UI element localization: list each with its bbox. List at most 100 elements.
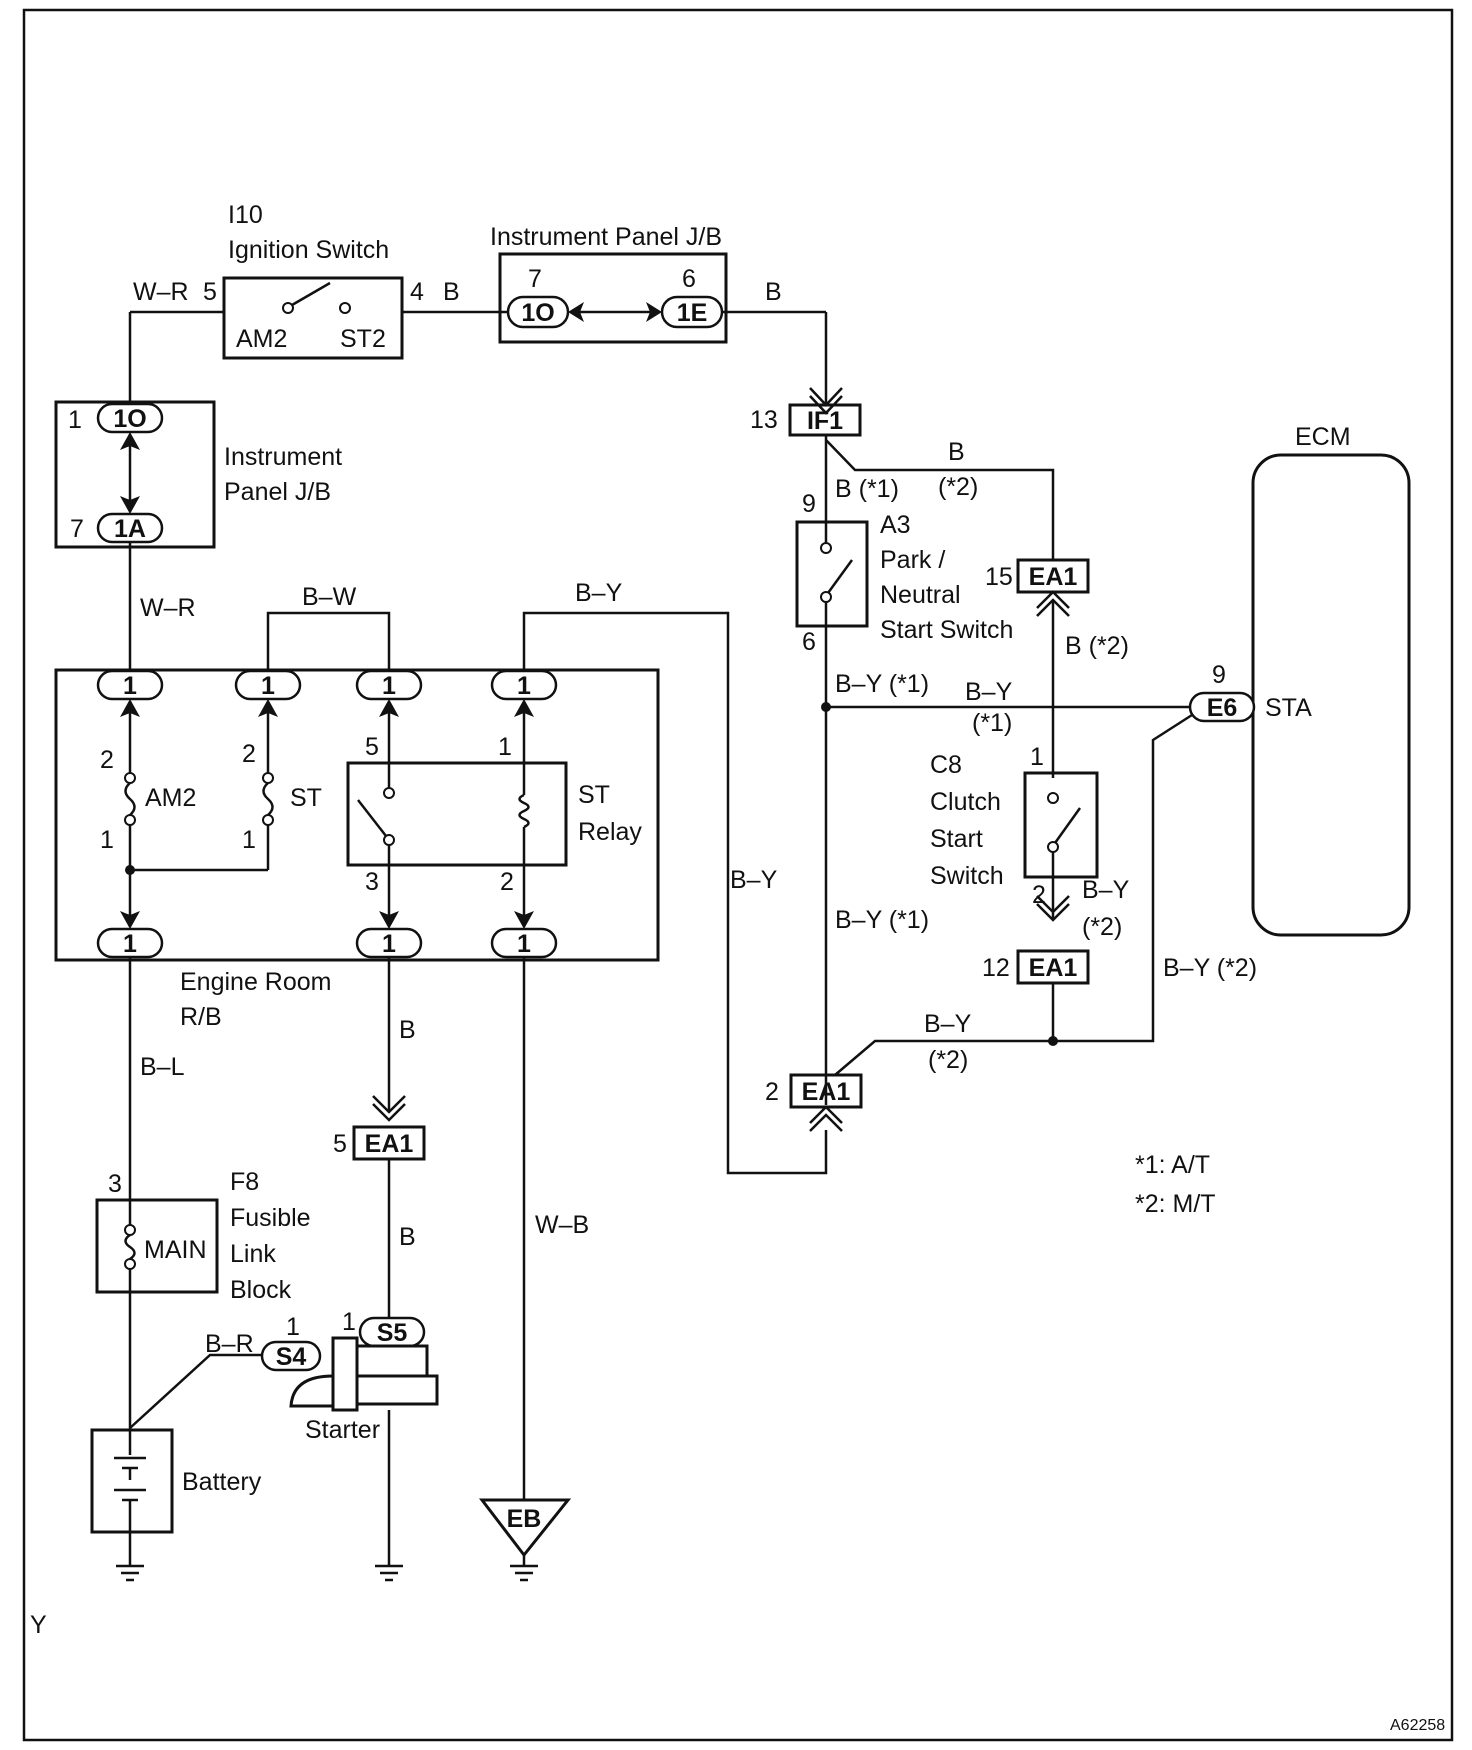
ea1-2-pin: 2 [765, 1078, 779, 1106]
er-conn-bot-1: 1 [123, 930, 137, 958]
ip-jb-top-name: Instrument Panel J/B [490, 223, 722, 251]
wire-label-star1: (*1) [972, 709, 1012, 737]
starter-pin1-s4: 1 [286, 1313, 300, 1341]
ground-starter-icon [375, 1564, 403, 1582]
wire-label-b-ign: B [443, 278, 460, 306]
fusible-link-line3: Block [230, 1276, 292, 1304]
engine-room-name-2: R/B [180, 1003, 222, 1031]
wire-label-b-star2: B (*2) [1065, 632, 1129, 660]
note-at: *1: A/T [1135, 1151, 1210, 1179]
fuse-st-pin2: 2 [242, 740, 256, 768]
if1-pin13: 13 [750, 406, 778, 434]
ip-jb-left-name-1: Instrument [224, 443, 342, 471]
wire-by-mt-ecm [1053, 713, 1193, 1043]
wire-label-b-if1: B [948, 438, 965, 466]
c8-pin2: 2 [1032, 881, 1046, 909]
ignition-pin-4: 4 [410, 278, 424, 306]
ignition-switch-code: I10 [228, 201, 263, 229]
fuse-am2-label: AM2 [145, 784, 196, 812]
starter-name: Starter [305, 1416, 380, 1444]
ea1-2-label: EA1 [802, 1078, 851, 1106]
st-relay-label-2: Relay [578, 818, 642, 846]
wire-label-by-star2: B–Y (*2) [1163, 954, 1257, 982]
ip-jb-top-conn-1o: 1O [521, 299, 554, 327]
connector-ea1-15: EA1 15 [985, 558, 1090, 778]
ip-jb-left-conn-1o: 1O [113, 405, 146, 433]
figure-id: A62258 [1390, 1717, 1445, 1734]
er-conn-top-2: 1 [261, 672, 275, 700]
wire-label-by-star1a: B–Y (*1) [835, 670, 929, 698]
ip-jb-left-name-2: Panel J/B [224, 478, 331, 506]
wire-label-by-ecm: B–Y [965, 678, 1013, 706]
fusible-link-main: MAIN [144, 1236, 207, 1264]
c8-line1: Clutch [930, 788, 1001, 816]
ecm-name: ECM [1295, 423, 1351, 451]
wire-label-bl: B–L [140, 1053, 185, 1081]
connector-if1: IF1 13 [750, 387, 862, 437]
wire-b-m-t [825, 439, 1055, 560]
a3-line1: Park / [880, 546, 945, 574]
ea1-5-pin: 5 [333, 1130, 347, 1158]
a3-pin6: 6 [802, 628, 816, 656]
ecm-sta: STA [1265, 694, 1312, 722]
st-relay-pin3: 3 [365, 868, 379, 896]
if1-label: IF1 [807, 407, 843, 435]
wire-label-star2a: (*2) [1082, 913, 1122, 941]
wire-label-star2b: (*2) [928, 1046, 968, 1074]
starter-pin1-s5: 1 [342, 1308, 356, 1336]
c8-pin1: 1 [1030, 743, 1044, 771]
wire-label-b-jb: B [765, 278, 782, 306]
ea1-5-label: EA1 [365, 1130, 414, 1158]
diagram-frame [22, 8, 1454, 1742]
wire-labels: W–R B B B (*2) B (*1) W–R B–W B–Y B (*2)… [133, 278, 1257, 1358]
st-relay-pin5: 5 [365, 733, 379, 761]
park-neutral-start-switch: 9 6 A3 Park / Neutral Start Switch [795, 435, 1013, 1105]
a3-code: A3 [880, 511, 911, 539]
fuse-am2-pin2: 2 [100, 746, 114, 774]
wire-by-mt-ea1 [834, 1039, 1053, 1076]
ecm-pin9: 9 [1212, 661, 1226, 689]
battery-name: Battery [182, 1468, 262, 1496]
ip-jb-left-pin7: 7 [70, 515, 84, 543]
wire-label-by-bottom: B–Y [924, 1010, 972, 1038]
er-conn-bot-3: 1 [517, 930, 531, 958]
wire-label-wr-mid: W–R [140, 594, 196, 622]
a3-line3: Start Switch [880, 616, 1013, 644]
wire-label-br: B–R [205, 1330, 254, 1358]
ea1-12-label: EA1 [1029, 954, 1078, 982]
wire-label-b-st1: B [399, 1016, 416, 1044]
battery: Battery [90, 1428, 262, 1566]
st-relay-label-1: ST [578, 781, 610, 809]
st-relay-pin2: 2 [500, 868, 514, 896]
c8-code: C8 [930, 751, 962, 779]
starter-s4: S4 [276, 1343, 307, 1371]
starter: S4 S5 1 1 Starter [260, 1308, 439, 1566]
fusible-link-line1: Fusible [230, 1204, 311, 1232]
ip-jb-top-pin7: 7 [528, 265, 542, 293]
starter-s5: S5 [377, 1319, 408, 1347]
clutch-start-switch: 1 2 C8 Clutch Start Switch [930, 743, 1099, 922]
legend-notes: *1: A/T *2: M/T [1135, 1151, 1216, 1218]
fusible-link-code: F8 [230, 1168, 259, 1196]
ip-jb-left-conn-1a: 1A [114, 515, 146, 543]
ignition-pin-st2: ST2 [340, 325, 386, 353]
ip-jb-left-pin1: 1 [68, 406, 82, 434]
ecm: ECM E6 9 STA [1188, 423, 1411, 937]
instrument-panel-jb-top: Instrument Panel J/B 7 6 1O 1E [490, 223, 728, 344]
fusible-link-pin3: 3 [108, 1170, 122, 1198]
wire-label-bw: B–W [302, 583, 357, 611]
ignition-pin-5: 5 [203, 278, 217, 306]
note-mt: *2: M/T [1135, 1190, 1216, 1218]
er-conn-bot-2: 1 [382, 930, 396, 958]
a3-line2: Neutral [880, 581, 961, 609]
wire-label-b-st2: B [399, 1223, 416, 1251]
fusible-link-line2: Link [230, 1240, 276, 1268]
wire-label-wr-top: W–R [133, 278, 189, 306]
c8-line3: Switch [930, 862, 1004, 890]
ip-jb-top-conn-1e: 1E [677, 299, 708, 327]
wire-label-by-top: B–Y [575, 579, 623, 607]
wire-label-wb: W–B [535, 1211, 589, 1239]
instrument-panel-jb-left: Instrument Panel J/B 1 7 1O 1A [54, 400, 342, 549]
wire-label-star2: (*2) [938, 473, 978, 501]
